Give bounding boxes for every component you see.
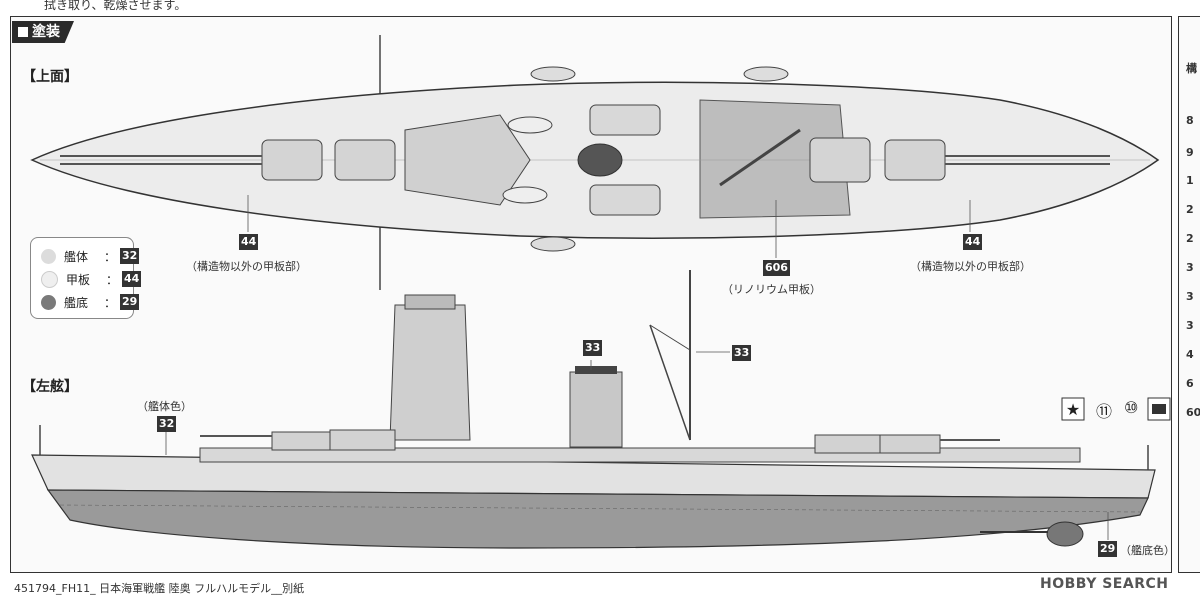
funnel-code: 33 <box>583 340 603 356</box>
square-icon <box>18 27 28 37</box>
section-title: 塗装 <box>12 21 74 43</box>
mast-code: 33 <box>732 345 752 361</box>
right-table-row: 2 <box>1186 203 1194 216</box>
top-view-label: 【上面】 <box>22 69 78 85</box>
watermark: HOBBY SEARCH <box>1040 576 1169 592</box>
top-note: 拭き取り、乾燥させます。 <box>44 0 187 12</box>
right-table-row: 2 <box>1186 232 1194 245</box>
legend-swatch <box>41 294 56 310</box>
funnel-top <box>577 143 623 177</box>
decal-number-10: ⑩ <box>1124 398 1139 417</box>
turret-1 <box>261 139 323 181</box>
deck-right-code: 44 <box>963 234 983 250</box>
side-view-ship <box>31 270 1156 549</box>
hull-note: （艦体色） <box>137 400 192 413</box>
linoleum-deck-area <box>699 99 851 219</box>
right-table-row: 3 <box>1186 261 1194 274</box>
turret-4 <box>884 139 946 181</box>
deck-left-code: 44 <box>239 234 259 250</box>
right-table-row: 3 <box>1186 319 1194 332</box>
right-table-row: 60 <box>1186 406 1200 419</box>
right-table-row: 3 <box>1186 290 1194 303</box>
right-table-row: 4 <box>1186 348 1194 361</box>
color-table-panel <box>1178 16 1200 573</box>
color-legend: 艦体： 32 甲板： 44 艦底： 29 <box>30 237 142 319</box>
footer-caption: 451794_FH11_ 日本海軍戦艦 陸奥 フルハルモデル__別紙 <box>14 582 305 595</box>
hull-bottom <box>46 489 1149 549</box>
turret-3 <box>809 137 871 183</box>
deck-right-note: （構造物以外の甲板部） <box>910 260 1031 273</box>
bridge-tower <box>389 304 471 441</box>
hull-code: 32 <box>157 416 177 432</box>
deck-left-note: （構造物以外の甲板部） <box>186 260 307 273</box>
star-decal-icon <box>1061 397 1085 421</box>
top-view-ship <box>30 35 1160 290</box>
right-table-header: 構 <box>1186 62 1197 75</box>
bridge-superstructure <box>404 114 531 206</box>
right-table-row: 1 <box>1186 174 1194 187</box>
legend-swatch <box>41 248 56 264</box>
funnel <box>569 371 623 448</box>
decal-number-11: ⑪ <box>1096 402 1113 421</box>
linoleum-code: 606 <box>763 260 790 276</box>
right-table-row: 8 <box>1186 114 1194 127</box>
side-view-label: 【左舷】 <box>22 379 78 395</box>
legend-swatch <box>41 270 58 288</box>
bottom-note: （艦底色） <box>1120 544 1175 557</box>
bottom-code: 29 <box>1098 541 1118 557</box>
legend-row-bottom: 艦底： 29 <box>41 292 140 312</box>
svg-text:★: ★ <box>1066 400 1080 419</box>
legend-row-hull: 艦体： 32 <box>41 246 140 266</box>
legend-row-deck: 甲板： 44 <box>41 269 142 289</box>
right-table-row: 6 <box>1186 377 1194 390</box>
linoleum-note: （リノリウム甲板） <box>722 283 821 296</box>
turret-2 <box>334 139 396 181</box>
right-table-row: 9 <box>1186 146 1194 159</box>
